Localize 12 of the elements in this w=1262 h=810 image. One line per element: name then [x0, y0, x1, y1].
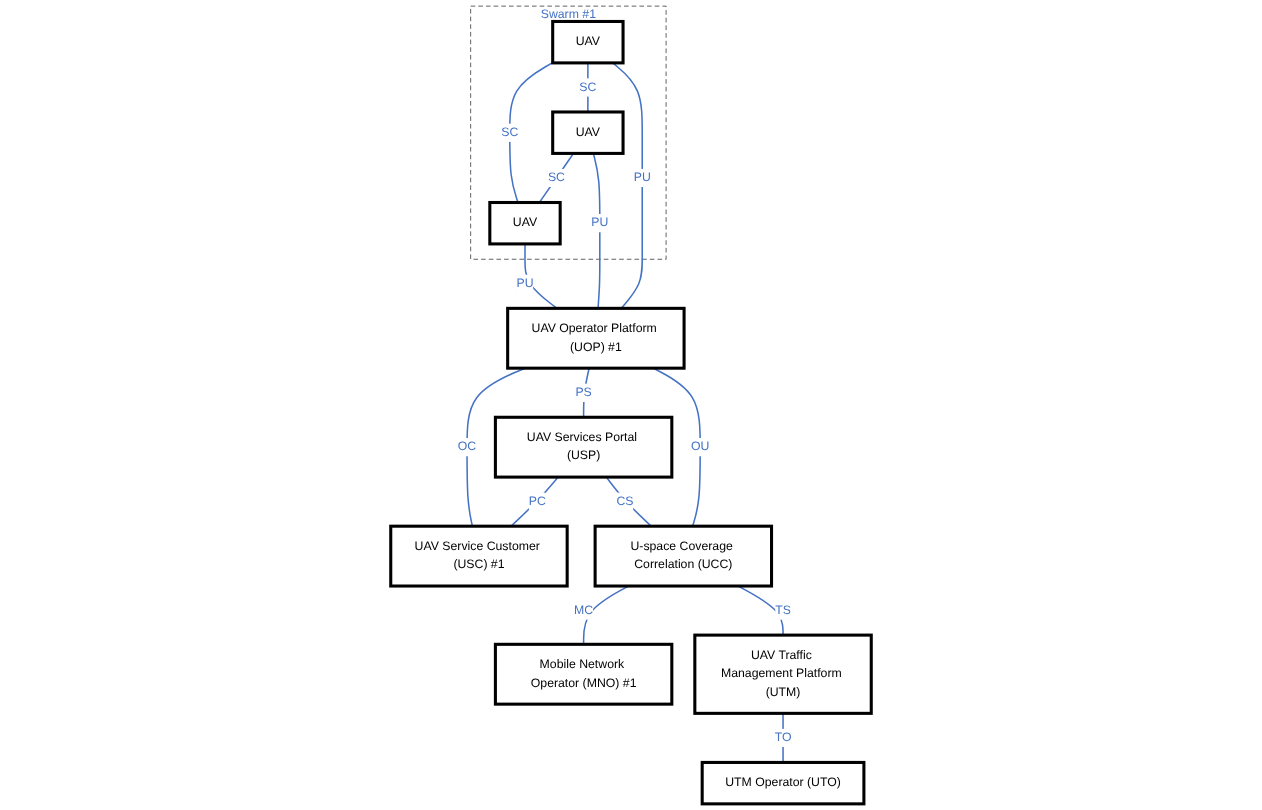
connector	[582, 585, 630, 646]
connector	[466, 367, 526, 527]
connector	[737, 585, 784, 636]
connector	[652, 367, 701, 527]
connector	[509, 61, 554, 204]
connector	[612, 62, 643, 310]
connector	[538, 152, 575, 204]
connector	[592, 152, 601, 310]
connector	[510, 476, 559, 527]
connector	[605, 476, 653, 527]
connector	[524, 243, 558, 310]
connector	[587, 62, 589, 113]
